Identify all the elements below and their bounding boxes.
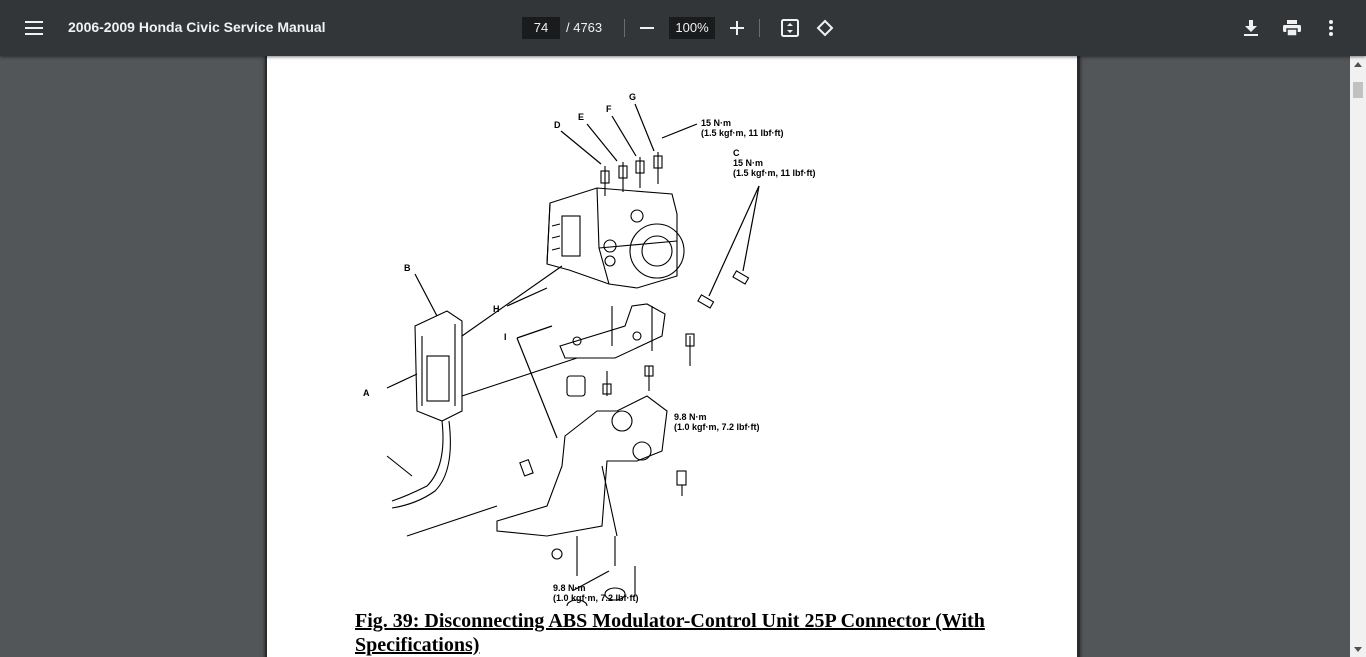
zoom-level-input[interactable]: 100%	[669, 17, 715, 39]
vertical-scrollbar[interactable]	[1350, 56, 1366, 657]
label-h: H	[493, 304, 500, 314]
torque-top-line2: (1.5 kgf·m, 11 lbf·ft)	[701, 128, 784, 138]
download-icon[interactable]	[1233, 10, 1269, 46]
scrollbar-thumb[interactable]	[1353, 82, 1363, 98]
label-b: B	[404, 263, 411, 273]
page-total: / 4763	[566, 20, 603, 35]
figure-caption: Fig. 39: Disconnecting ABS Modulator-Con…	[355, 610, 985, 656]
plus-icon[interactable]	[719, 10, 755, 46]
abs-modulator-diagram: D E F G 15 N·m (1.5 kgf·m, 11 lbf·ft) C …	[363, 92, 816, 606]
pdf-viewer[interactable]: D E F G 15 N·m (1.5 kgf·m, 11 lbf·ft) C …	[0, 56, 1350, 657]
label-d: D	[554, 120, 561, 130]
print-icon[interactable]	[1274, 10, 1310, 46]
fit-to-page-icon[interactable]	[772, 10, 808, 46]
toolbar-divider	[759, 19, 760, 37]
pdf-toolbar: 2006-2009 Honda Civic Service Manual / 4…	[0, 0, 1366, 56]
torque-bottom-line1: 9.8 N·m	[553, 583, 586, 593]
toolbar-divider	[624, 19, 625, 37]
label-i: I	[504, 332, 507, 342]
rotate-icon[interactable]	[807, 10, 843, 46]
label-f: F	[606, 104, 612, 114]
torque-mid-line1: 9.8 N·m	[674, 412, 707, 422]
torque-mid-line2: (1.0 kgf·m, 7.2 lbf·ft)	[674, 422, 760, 432]
scroll-up-icon[interactable]	[1350, 56, 1366, 72]
torque-c-line2: (1.5 kgf·m, 11 lbf·ft)	[733, 168, 816, 178]
label-a: A	[363, 388, 370, 398]
document-title: 2006-2009 Honda Civic Service Manual	[68, 19, 326, 35]
label-g: G	[629, 92, 636, 102]
torque-bottom-line2: (1.0 kgf·m, 7.2 lbf·ft)	[553, 593, 639, 603]
torque-c-line1: 15 N·m	[733, 158, 763, 168]
pdf-page: D E F G 15 N·m (1.5 kgf·m, 11 lbf·ft) C …	[265, 56, 1080, 657]
torque-top-line1: 15 N·m	[701, 118, 731, 128]
label-c: C	[733, 148, 740, 158]
label-e: E	[578, 112, 584, 122]
more-vert-icon[interactable]	[1313, 10, 1349, 46]
page-number-input[interactable]	[522, 17, 560, 39]
minus-icon[interactable]	[629, 10, 665, 46]
menu-icon[interactable]	[16, 10, 52, 46]
scroll-down-icon[interactable]	[1350, 641, 1366, 657]
